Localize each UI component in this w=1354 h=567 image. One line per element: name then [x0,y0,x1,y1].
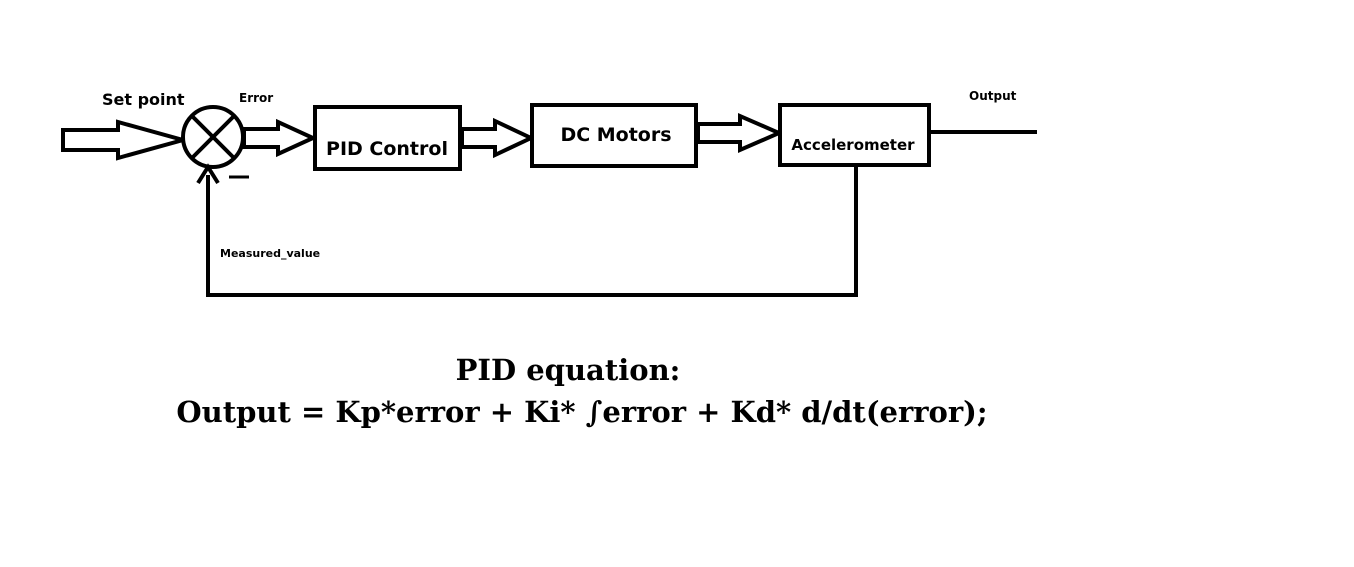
pid-to-motor-arrow [460,117,536,159]
summing-junction [181,105,245,169]
output-label: Output [969,89,1017,103]
equation-formula: Output = Kp*error + Ki* ∫error + Kd* d/d… [176,395,987,429]
accelerometer-block [778,103,931,167]
equation-heading: PID equation: [456,353,681,387]
feedback-arrowhead [196,163,220,185]
accelerometer-label: Accelerometer [791,136,915,154]
measured-value-label: Measured_value [220,247,320,260]
set-point-label: Set point [102,90,185,109]
dc-motors-label: DC Motors [560,124,671,146]
pid-control-label: PID Control [326,138,448,160]
motor-to-accelerometer-arrow [696,112,785,154]
error-label: Error [239,91,273,105]
feedback-line [206,165,858,297]
input-arrow [61,119,191,161]
error-arrow [242,118,318,158]
